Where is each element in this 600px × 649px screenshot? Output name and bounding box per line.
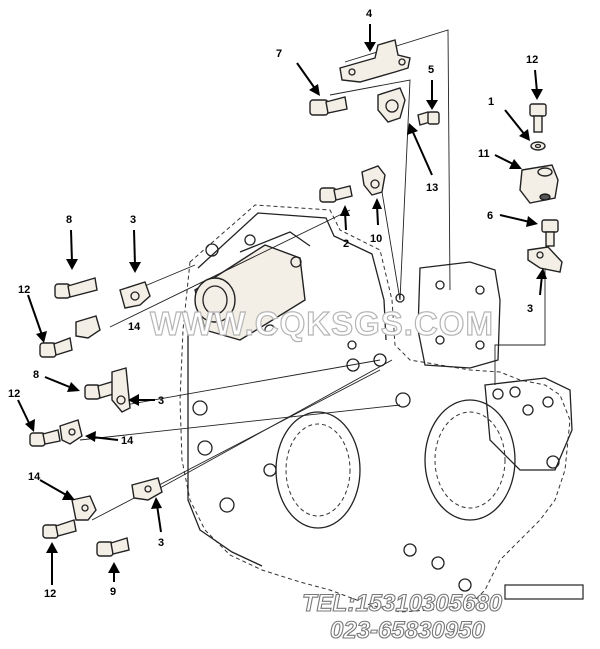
bracket-part-4 <box>339 39 411 83</box>
washer-part-1 <box>530 141 546 151</box>
callout-8-top: 8 <box>66 214 72 226</box>
clip-part-10 <box>361 165 386 196</box>
callout-8-middle: 8 <box>33 369 39 381</box>
callout-12-lower: 12 <box>44 588 56 600</box>
clip-part-3-lower <box>131 477 163 501</box>
bolt-part-9 <box>96 537 130 557</box>
callout-11: 11 <box>478 148 490 160</box>
bolt-part-8-top <box>54 277 98 299</box>
watermark-site: WWW.CQKSGS.COM <box>150 305 494 342</box>
bolt-part-2 <box>319 185 353 203</box>
callout-arrows <box>17 24 547 585</box>
callout-labels: 4 7 5 13 12 1 11 6 3 2 10 8 3 12 8 3 12 … <box>8 8 538 600</box>
contact-tel: TEL:15310305680 <box>302 590 503 617</box>
bolt-part-12-top <box>529 103 547 133</box>
callout-12-left-middle: 12 <box>8 388 20 400</box>
bolt-part-7 <box>309 96 348 116</box>
clamp-part-13 <box>377 87 406 123</box>
callout-6: 6 <box>487 210 493 222</box>
callout-3-lower: 3 <box>158 537 164 549</box>
clip-part-14-lower <box>71 495 97 521</box>
screw-part-5 <box>417 111 440 126</box>
callout-14-lower: 14 <box>28 471 41 483</box>
callout-1: 1 <box>488 96 494 108</box>
callout-12-top-right: 12 <box>526 54 538 66</box>
callout-13: 13 <box>426 182 438 194</box>
clip-part-14-upper <box>75 315 101 339</box>
callout-9: 9 <box>110 586 116 598</box>
callout-7: 7 <box>276 48 282 60</box>
callout-3-right: 3 <box>527 303 533 315</box>
contact-stamp: TEL:15310305680 023-65830950 <box>301 584 584 645</box>
callout-3-upper-left: 3 <box>130 214 136 226</box>
contact-phone: 023-65830950 <box>330 617 485 644</box>
callout-4: 4 <box>366 8 373 20</box>
clip-part-3-right <box>527 246 563 273</box>
stamp-box <box>504 584 584 600</box>
fitting-part-11 <box>519 164 559 204</box>
callout-3-middle: 3 <box>158 395 164 407</box>
clip-part-3-middle <box>111 367 131 413</box>
bolt-part-12-upper <box>39 337 73 358</box>
callout-12-left-upper: 12 <box>18 284 30 296</box>
callout-14-middle: 14 <box>121 435 134 447</box>
clip-part-3-upper-left <box>119 281 151 309</box>
bolt-part-12-middle <box>29 429 61 447</box>
bolt-part-12-lower <box>42 519 77 539</box>
callout-14-upper: 14 <box>128 321 141 333</box>
clip-part-14-middle <box>59 419 83 445</box>
callout-2: 2 <box>343 238 349 250</box>
callout-10: 10 <box>370 233 382 245</box>
callout-5: 5 <box>428 64 434 76</box>
gear-housing <box>179 204 573 613</box>
bolt-part-6 <box>541 219 559 247</box>
